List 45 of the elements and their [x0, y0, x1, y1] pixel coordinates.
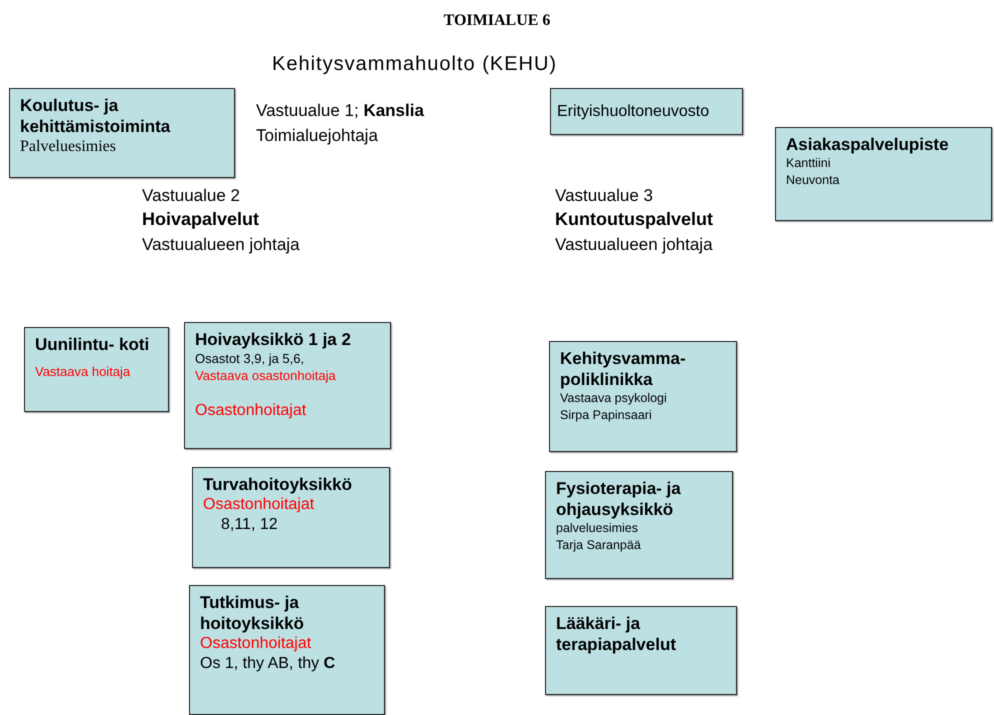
unit-detail: Osastonhoitajat	[200, 634, 312, 654]
unit-box	[9, 88, 235, 178]
unit-detail: Vastaava osastonhoitaja	[195, 367, 336, 385]
unit-box	[192, 467, 390, 568]
role-label: Vastuualueen johtaja	[555, 235, 713, 255]
unit-box	[550, 88, 743, 135]
unit-name: Lääkäri- ja terapiapalvelut	[556, 613, 677, 655]
unit-detail: Tarja Saranpää	[556, 537, 641, 554]
area-label: Vastuualue 3	[555, 186, 653, 206]
unit-box	[24, 327, 169, 412]
unit-box	[775, 127, 992, 221]
unit-detail: Os 1, thy AB, thy C	[200, 654, 336, 674]
unit-detail: Osastonhoitajat	[203, 495, 314, 515]
unit-box	[549, 341, 737, 452]
subtitle: Kehitysvammahuolto (KEHU)	[272, 53, 558, 76]
unit-box	[184, 322, 391, 449]
area-name: Kuntoutuspalvelut	[555, 209, 713, 230]
unit-detail: Vastaava psykologi	[560, 390, 667, 407]
role-label: Toimialuejohtaja	[256, 126, 378, 146]
unit-detail: Palveluesimies	[20, 137, 116, 157]
unit-detail: 8,11, 12	[221, 515, 278, 535]
role-label: Vastuualueen johtaja	[142, 235, 300, 255]
unit-detail: Vastaava hoitaja	[35, 363, 130, 381]
area-name: Hoivapalvelut	[142, 209, 260, 230]
unit-detail: Kanttiini	[786, 155, 830, 172]
area-label: Vastuualue 1; Kanslia	[256, 101, 424, 121]
unit-name: Asiakaspalvelupiste	[786, 134, 949, 155]
unit-detail: Neuvonta	[786, 172, 840, 189]
unit-name: Erityishuoltoneuvosto	[557, 102, 710, 122]
unit-detail: Osastonhoitajat	[195, 401, 306, 421]
unit-name: Hoivayksikkö 1 ja 2	[195, 329, 351, 350]
unit-name: Fysioterapia- ja ohjausyksikkö	[556, 478, 682, 520]
unit-name: Kehitysvamma- poliklinikka	[560, 348, 687, 390]
unit-name: Koulutus- ja kehittämistoiminta	[20, 95, 172, 137]
unit-box	[545, 606, 737, 695]
unit-box	[545, 471, 733, 579]
unit-detail: Osastot 3,9, ja 5,6,	[195, 350, 304, 367]
area-label: Vastuualue 2	[142, 186, 240, 206]
unit-name: Uunilintu- koti	[35, 334, 150, 355]
unit-box	[189, 585, 385, 715]
unit-name: Tutkimus- ja hoitoyksikkö	[200, 592, 305, 634]
unit-name: Turvahoitoyksikkö	[203, 474, 352, 495]
unit-detail: palveluesimies	[556, 520, 638, 537]
unit-detail: Sirpa Papinsaari	[560, 407, 652, 424]
title: TOIMIALUE 6	[442, 12, 552, 30]
